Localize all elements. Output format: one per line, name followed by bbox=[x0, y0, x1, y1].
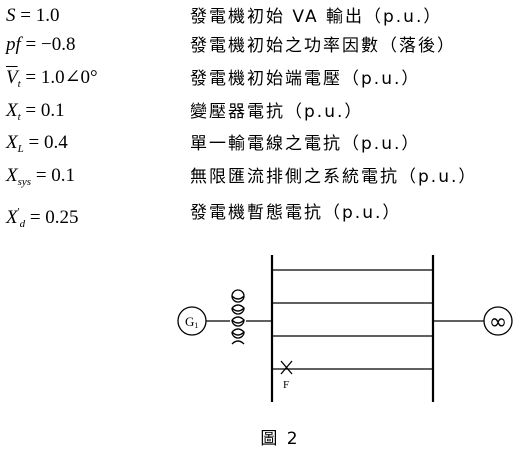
param-row-s: S = 1.0 發電機初始 VA 輸出（p.u.） bbox=[0, 4, 520, 34]
param-row-xsys: Xsys = 0.1 無限匯流排側之系統電抗（p.u.） bbox=[0, 164, 520, 194]
param-description: 發電機初始之功率因數（落後） bbox=[190, 36, 456, 56]
param-description: 變壓器電抗（p.u.） bbox=[190, 102, 364, 122]
param-symbol: X'd = 0.25 bbox=[6, 206, 79, 230]
param-symbol: pf = −0.8 bbox=[6, 34, 76, 55]
param-row-xl: XL = 0.4 單一輸電線之電抗（p.u.） bbox=[0, 131, 520, 161]
figure-caption: 圖 2 bbox=[260, 429, 300, 449]
transformer-symbol bbox=[231, 289, 245, 345]
param-description: 發電機暫態電抗（p.u.） bbox=[190, 203, 402, 223]
param-description: 發電機初始 VA 輸出（p.u.） bbox=[190, 7, 443, 27]
param-row-vt: Vt = 1.0∠0° 發電機初始端電壓（p.u.） bbox=[0, 66, 520, 96]
infinite-bus-label: ∞ bbox=[489, 310, 507, 335]
param-row-xd: X'd = 0.25 發電機暫態電抗（p.u.） bbox=[0, 200, 520, 230]
param-symbol: S = 1.0 bbox=[6, 5, 60, 26]
generator-label: G1 bbox=[185, 314, 198, 330]
param-description: 發電機初始端電壓（p.u.） bbox=[190, 69, 421, 89]
fault-marker bbox=[280, 360, 293, 375]
fault-label: F bbox=[283, 379, 289, 391]
param-description: 單一輸電線之電抗（p.u.） bbox=[190, 134, 421, 154]
param-symbol: XL = 0.4 bbox=[6, 132, 68, 155]
param-symbol: Xsys = 0.1 bbox=[6, 165, 76, 188]
param-row-pf: pf = −0.8 發電機初始之功率因數（落後） bbox=[0, 33, 520, 63]
param-description: 無限匯流排側之系統電抗（p.u.） bbox=[190, 167, 478, 187]
infinite-bus-symbol bbox=[483, 306, 513, 336]
param-symbol: Xt = 0.1 bbox=[6, 100, 65, 123]
param-symbol: Vt = 1.0∠0° bbox=[6, 67, 98, 90]
param-row-xt: Xt = 0.1 變壓器電抗（p.u.） bbox=[0, 99, 520, 129]
